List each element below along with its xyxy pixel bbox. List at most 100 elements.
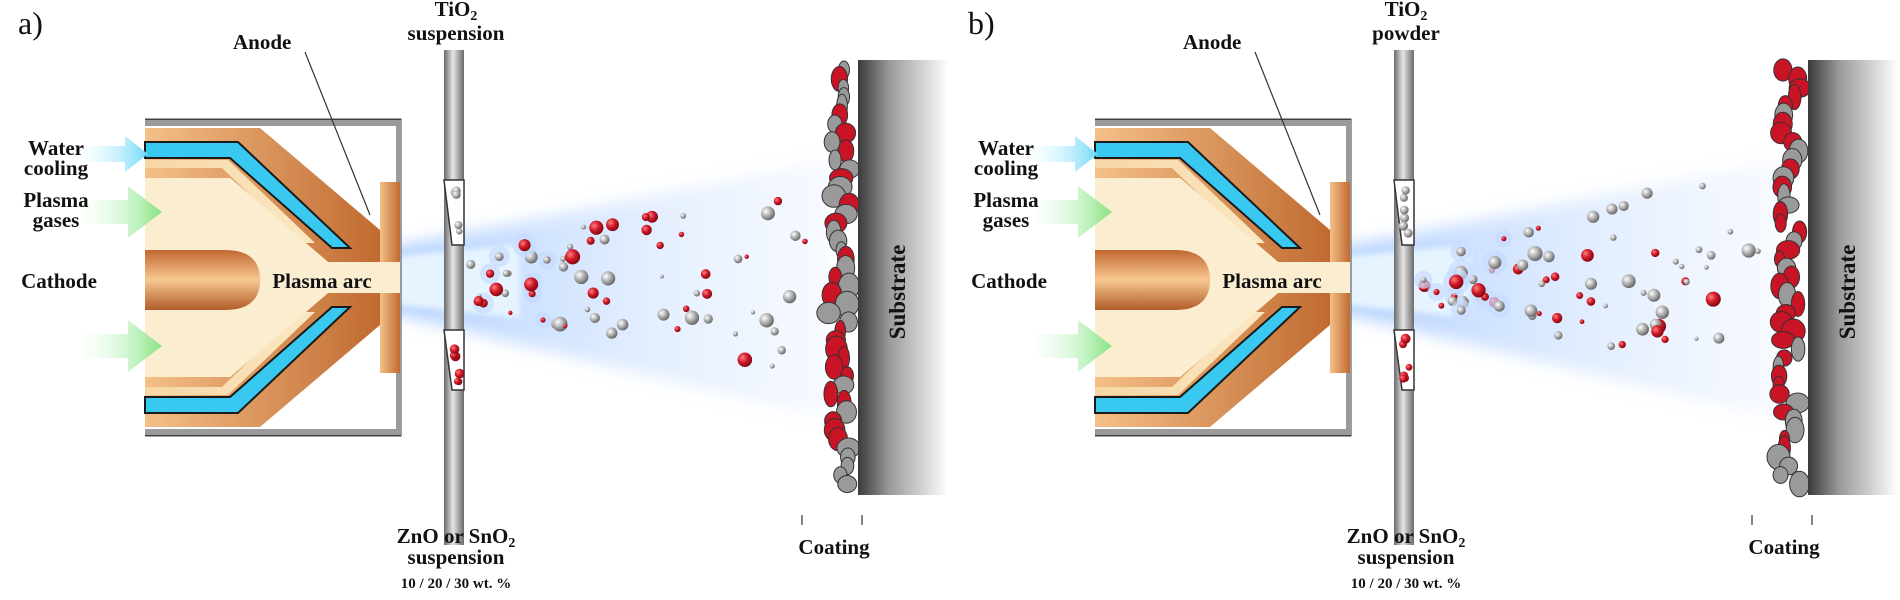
particle-grey — [732, 331, 739, 337]
anode-label: Anode — [233, 30, 291, 54]
particle-red — [674, 326, 681, 333]
particle-grey — [1488, 256, 1502, 270]
cathode — [145, 250, 260, 310]
water-cooling-arrow — [82, 136, 148, 172]
bottom-feed-concentration-label: 10 / 20 / 30 wt. % — [1351, 576, 1461, 592]
plasma-gases-label-1: Plasma — [973, 188, 1039, 212]
substrate-label: Substrate — [885, 245, 910, 340]
particle-grey — [574, 269, 589, 285]
particle-grey — [560, 255, 567, 262]
plasma-gases-label-2: gases — [33, 208, 80, 232]
particle-grey — [703, 314, 713, 324]
particle-grey — [1456, 246, 1466, 257]
panel-label: a) — [18, 5, 43, 41]
particle-red — [646, 210, 658, 223]
particle-grey — [1610, 234, 1617, 241]
anode-label: Anode — [1183, 30, 1241, 54]
particle-grey — [466, 259, 476, 270]
coating-splat-grey — [823, 131, 841, 153]
substrate — [858, 60, 948, 495]
spray-particles — [1398, 182, 1761, 383]
particle-red — [602, 297, 611, 305]
plasma-gases-label-2: gases — [983, 208, 1030, 232]
plasma-gas-arrow-upper — [82, 186, 162, 238]
plasma-arc-label: Plasma arc — [1222, 269, 1321, 293]
particle-grey — [589, 312, 600, 324]
particle-grey — [777, 346, 786, 355]
particle-red — [802, 238, 808, 245]
particle-grey — [1398, 221, 1409, 231]
particle-red — [656, 241, 664, 250]
particle-grey — [606, 327, 618, 339]
particle-red — [589, 220, 604, 235]
particle-red — [528, 290, 536, 298]
particle-grey — [1493, 300, 1505, 312]
particle-red — [1550, 272, 1560, 282]
particle-red — [473, 296, 484, 307]
particle-grey — [1524, 304, 1538, 318]
particle-red — [1405, 363, 1413, 371]
bottom-feed-concentration-label: 10 / 20 / 30 wt. % — [401, 576, 511, 592]
particle-grey — [680, 212, 687, 219]
particle-grey — [1755, 248, 1761, 254]
particle-grey — [1695, 246, 1703, 254]
coating-splat-grey — [1785, 416, 1805, 444]
particle-red — [1535, 225, 1541, 231]
particle-red — [453, 377, 461, 385]
coating-splat-grey — [837, 474, 858, 494]
particle-grey — [1647, 288, 1661, 302]
particle-grey — [494, 252, 504, 262]
particle-red — [1618, 340, 1626, 349]
particle-red — [1433, 288, 1440, 296]
nozzle-channel — [1095, 178, 1350, 377]
particle-grey — [760, 206, 775, 221]
particle-grey — [1403, 228, 1413, 238]
substrate-label: Substrate — [1835, 245, 1860, 340]
particle-red — [489, 282, 504, 297]
particle-grey — [1527, 245, 1543, 262]
coating-splat-red — [823, 380, 839, 408]
particle-grey — [1672, 258, 1679, 265]
coating-label: Coating — [798, 535, 870, 559]
particle-red — [1586, 297, 1596, 306]
anode-lower — [1094, 293, 1350, 427]
water-cooling-label-1: Water — [978, 136, 1034, 160]
coating-layer — [816, 60, 861, 494]
particle-grey — [1400, 213, 1410, 223]
particle-grey — [657, 308, 670, 321]
particle-red — [682, 305, 690, 313]
particle-red — [454, 368, 465, 379]
particle-grey — [1543, 250, 1555, 263]
cathode-label: Cathode — [971, 269, 1047, 293]
plasma-gas-arrow-upper — [1032, 186, 1112, 238]
particle-grey — [454, 221, 463, 230]
panel-a: a) Anode TiO2 suspension Water cooling P… — [18, 0, 948, 592]
particle-grey — [616, 318, 629, 331]
particle-grey — [1456, 305, 1466, 315]
particle-grey — [558, 262, 569, 272]
particle-red — [508, 310, 513, 315]
particle-grey — [1606, 203, 1618, 215]
particle-grey — [1523, 227, 1534, 238]
plasma-gases-label-1: Plasma — [23, 188, 89, 212]
cathode-label: Cathode — [21, 269, 97, 293]
coating-splat-grey — [1772, 466, 1789, 484]
particle-grey — [1517, 259, 1529, 271]
particle-red — [1705, 291, 1721, 307]
particle-grey — [456, 227, 463, 235]
water-cooling-arrow — [1032, 136, 1098, 172]
particle-grey — [790, 230, 801, 241]
top-feed-type-label: powder — [1372, 21, 1440, 45]
particle-grey — [759, 312, 774, 328]
particle-red — [641, 212, 650, 222]
substrate — [1808, 60, 1898, 495]
coating-splat-grey — [816, 301, 841, 325]
particle-grey — [1636, 322, 1649, 336]
particle-red — [565, 249, 581, 265]
particle-red — [700, 269, 711, 279]
plasma-plume — [330, 160, 830, 420]
anode-upper — [1094, 128, 1350, 262]
particle-grey — [1538, 280, 1546, 288]
particle-grey — [1618, 200, 1629, 211]
